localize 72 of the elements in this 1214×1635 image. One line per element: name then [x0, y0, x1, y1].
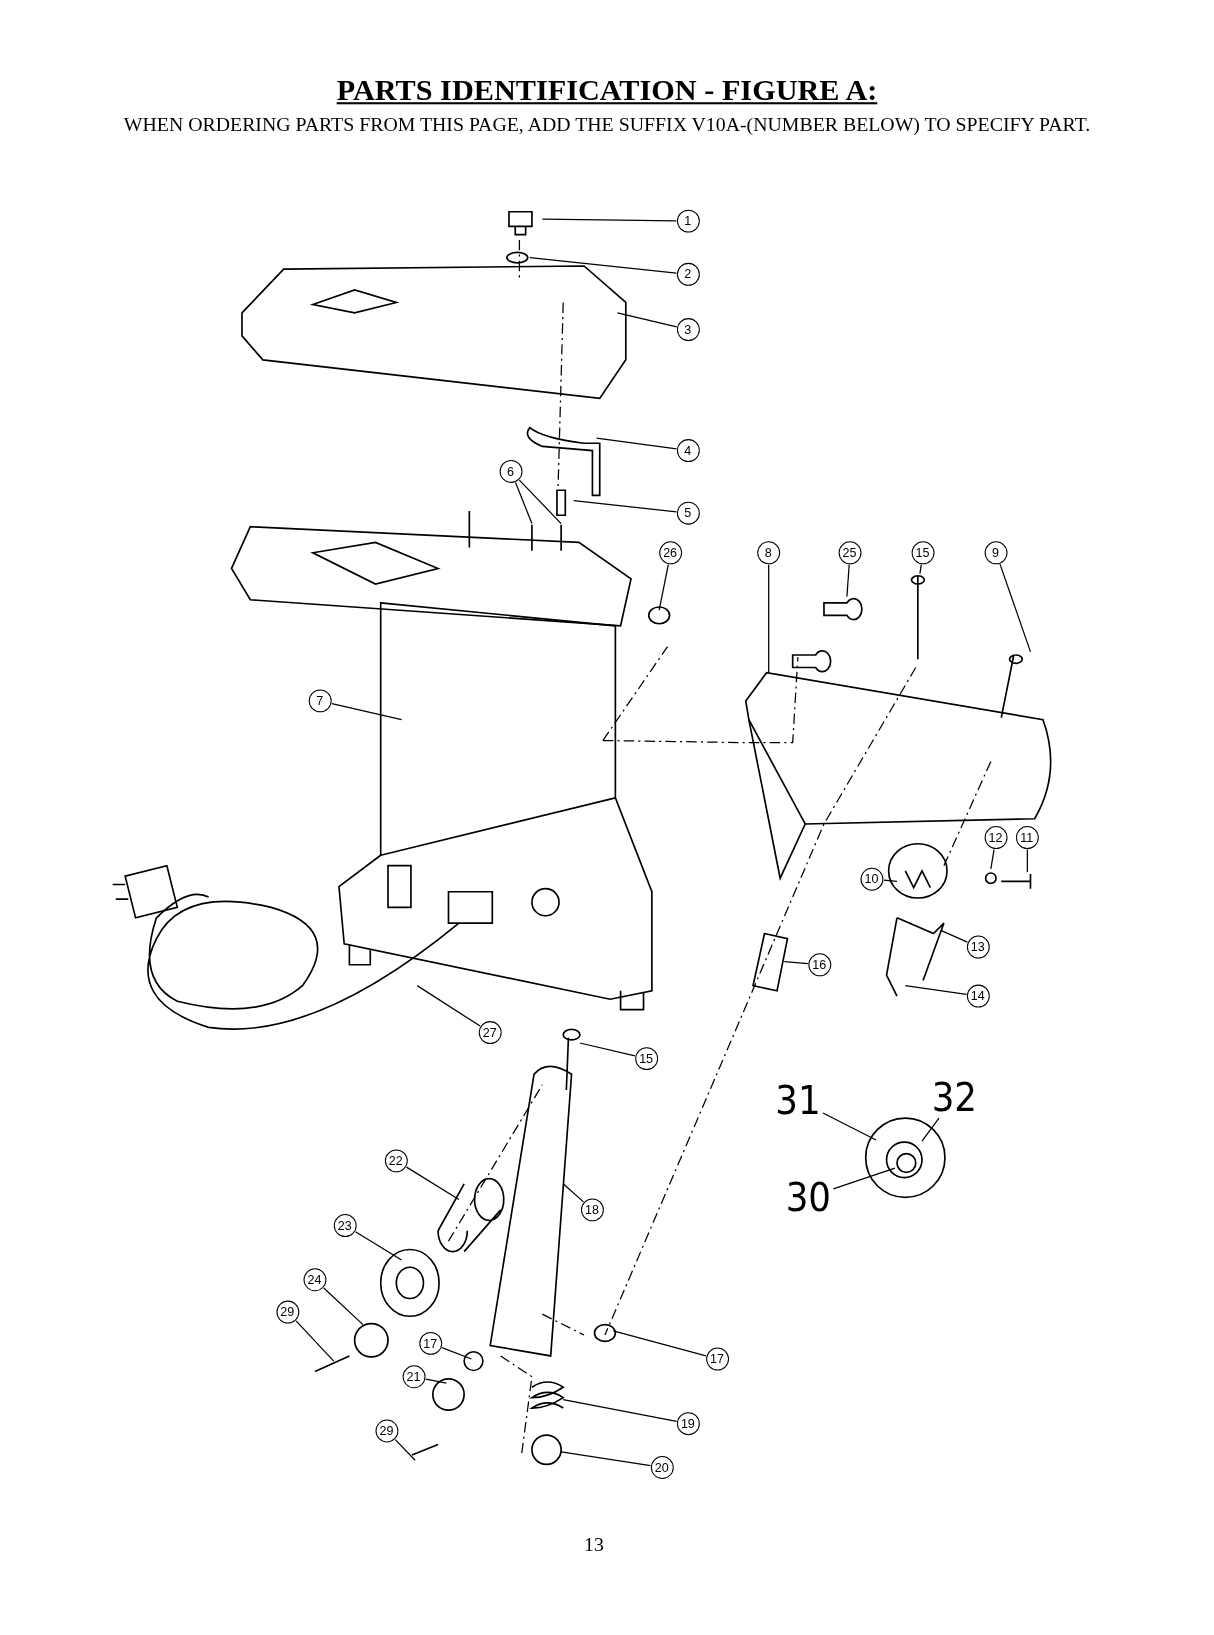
callout-number: 3 [676, 317, 700, 341]
leader-line [612, 1330, 707, 1357]
leader-line [846, 564, 850, 598]
leader-line [832, 1167, 896, 1190]
leader-line [541, 218, 677, 222]
page-number: 13 [584, 1533, 604, 1557]
leader-line [416, 985, 481, 1027]
leader-line [883, 879, 898, 882]
callout-number: 20 [650, 1455, 674, 1479]
leader-line [573, 500, 678, 513]
callout-number: 31 [772, 1079, 823, 1122]
callout-number: 23 [333, 1213, 357, 1237]
leader-line [518, 479, 562, 525]
leader-line [514, 481, 533, 525]
callout-number: 2 [676, 262, 700, 286]
leader-line [595, 437, 678, 450]
callout-number: 9 [984, 540, 1007, 564]
leader-line [822, 1112, 877, 1141]
leader-line [560, 1451, 652, 1467]
callout-number: 29 [275, 1300, 299, 1324]
leader-line [354, 1231, 403, 1261]
callout-number: 30 [783, 1176, 834, 1219]
callout-number: 32 [929, 1076, 980, 1119]
leader-line [768, 564, 770, 674]
callout-number: 22 [384, 1148, 408, 1172]
callout-number: 12 [984, 825, 1007, 849]
leader-line [562, 1183, 585, 1203]
callout-number: 8 [756, 540, 780, 564]
callout-number: 24 [303, 1267, 326, 1291]
instruction-text: WHEN ORDERING PARTS FROM THIS PAGE, ADD THE SUFFIX V10A-(NUMBER BELOW) TO SPECIFY PART. [122, 112, 1092, 137]
leader-line [990, 848, 995, 870]
leader-line [579, 1042, 636, 1057]
leader-line [529, 257, 678, 274]
callout-number: 13 [966, 935, 990, 958]
callout-number: 5 [676, 501, 700, 525]
callout-number: 16 [807, 952, 831, 976]
callout-number: 4 [676, 438, 700, 462]
callout-number: 17 [705, 1347, 729, 1370]
leader-line [441, 1347, 473, 1360]
leader-line [425, 1378, 448, 1384]
leader-line [921, 1117, 940, 1142]
callout-number: 25 [838, 540, 861, 564]
callout-number: 7 [308, 688, 332, 712]
callout-number: 29 [374, 1419, 398, 1442]
callout-number: 6 [499, 459, 522, 483]
callout-number: 10 [859, 867, 883, 891]
leader-line [904, 985, 968, 995]
callout-number: 14 [966, 984, 990, 1007]
leader-line [940, 929, 968, 943]
leader-line [331, 702, 403, 721]
callout-number: 27 [478, 1020, 502, 1044]
leader-line [1026, 848, 1028, 873]
title: PARTS IDENTIFICATION - FIGURE A: [335, 73, 879, 108]
callout-number: 26 [658, 540, 682, 564]
callout-number: 1 [676, 209, 700, 233]
leader-line [783, 961, 809, 965]
leader-line [999, 563, 1032, 653]
leader-line [295, 1320, 335, 1362]
callout-number: 15 [634, 1046, 658, 1070]
callout-number: 19 [676, 1411, 700, 1435]
leader-line [919, 564, 922, 575]
callout-number: 15 [911, 540, 934, 564]
callout-number: 21 [402, 1364, 425, 1388]
leader-line [405, 1166, 460, 1201]
leader-line [658, 563, 669, 611]
leader-line [562, 1399, 678, 1423]
callout-number: 17 [418, 1331, 442, 1355]
callout-number: 18 [580, 1197, 604, 1221]
leader-line [323, 1287, 364, 1326]
leader-line [394, 1439, 416, 1461]
leader-line [616, 312, 678, 328]
callout-number: 11 [1015, 825, 1039, 849]
